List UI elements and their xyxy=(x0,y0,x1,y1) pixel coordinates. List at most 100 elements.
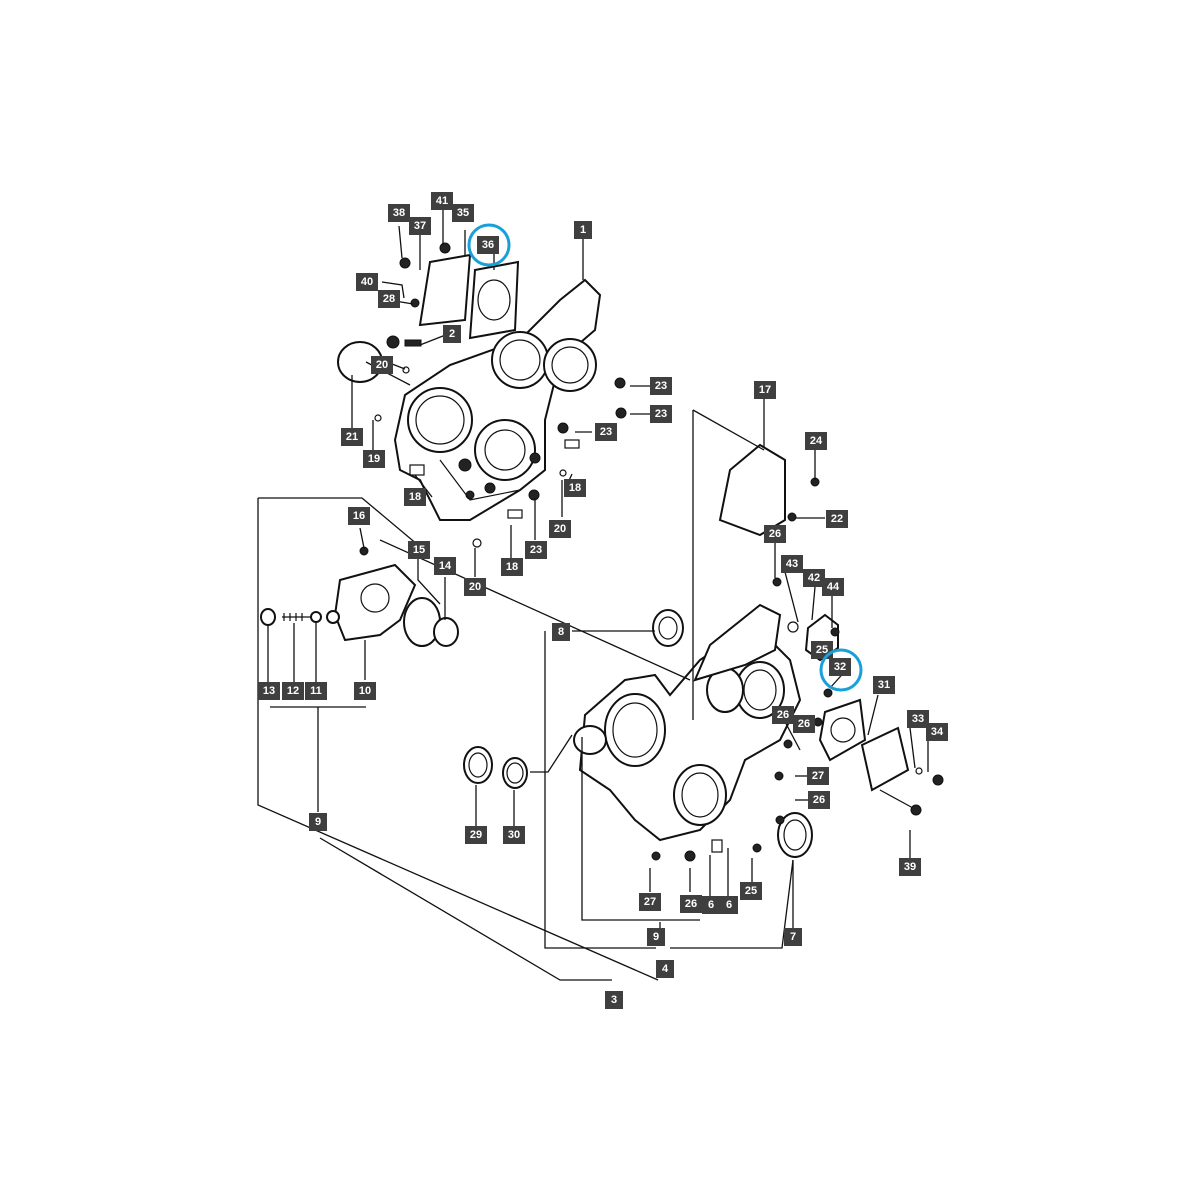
callout-label: 17 xyxy=(759,384,771,396)
callout-26c[interactable]: 26 xyxy=(793,715,815,733)
oil-pump-group xyxy=(260,546,459,647)
callout-24[interactable]: 24 xyxy=(805,432,827,450)
callout-label: 18 xyxy=(569,482,581,494)
callout-label: 26 xyxy=(813,794,825,806)
callout-label: 18 xyxy=(506,561,518,573)
callout-43[interactable]: 43 xyxy=(781,555,803,573)
callout-20b[interactable]: 20 xyxy=(549,520,571,538)
callout-6a[interactable]: 6 xyxy=(702,896,720,914)
callout-13[interactable]: 13 xyxy=(258,682,280,700)
callout-label: 35 xyxy=(457,207,469,219)
callout-6b[interactable]: 6 xyxy=(720,896,738,914)
callout-1[interactable]: 1 xyxy=(574,221,592,239)
callout-label: 12 xyxy=(287,685,299,697)
callout-21[interactable]: 21 xyxy=(341,428,363,446)
callout-36[interactable]: 36 xyxy=(477,236,499,254)
callout-33[interactable]: 33 xyxy=(907,710,929,728)
callout-40[interactable]: 40 xyxy=(356,273,378,291)
callout-18b[interactable]: 18 xyxy=(564,479,586,497)
callout-14[interactable]: 14 xyxy=(434,557,456,575)
callout-label: 2 xyxy=(449,328,455,340)
callout-37[interactable]: 37 xyxy=(409,217,431,235)
callout-23c[interactable]: 23 xyxy=(595,423,617,441)
callout-label: 26 xyxy=(769,528,781,540)
callout-label: 24 xyxy=(810,435,823,447)
front-cover-plates xyxy=(651,443,944,862)
callout-23d[interactable]: 23 xyxy=(525,541,547,559)
callout-25b[interactable]: 25 xyxy=(740,882,762,900)
callout-26a[interactable]: 26 xyxy=(764,525,786,543)
callout-label: 31 xyxy=(878,679,890,691)
upper-timing-cover xyxy=(393,278,602,521)
callout-23b[interactable]: 23 xyxy=(650,405,672,423)
callout-20c[interactable]: 20 xyxy=(464,578,486,596)
callout-12[interactable]: 12 xyxy=(282,682,304,700)
callout-17[interactable]: 17 xyxy=(754,381,776,399)
callout-label: 28 xyxy=(383,293,395,305)
callout-label: 18 xyxy=(409,491,421,503)
callout-label: 15 xyxy=(413,544,425,556)
callout-38[interactable]: 38 xyxy=(388,204,410,222)
callout-15[interactable]: 15 xyxy=(408,541,430,559)
callout-label: 38 xyxy=(393,207,405,219)
callout-29[interactable]: 29 xyxy=(465,826,487,844)
upper-cover-plate xyxy=(337,242,627,548)
callout-label: 20 xyxy=(554,523,566,535)
callout-3[interactable]: 3 xyxy=(605,991,623,1009)
callout-18c[interactable]: 18 xyxy=(501,558,523,576)
callout-label: 1 xyxy=(580,224,586,236)
callout-22[interactable]: 22 xyxy=(826,510,848,528)
callout-label: 13 xyxy=(263,685,275,697)
callout-label: 26 xyxy=(798,718,810,730)
callout-35[interactable]: 35 xyxy=(452,204,474,222)
callout-26e[interactable]: 26 xyxy=(680,895,702,913)
callout-4[interactable]: 4 xyxy=(656,960,674,978)
callout-41[interactable]: 41 xyxy=(431,192,453,210)
callout-25a[interactable]: 25 xyxy=(811,641,833,659)
callout-42[interactable]: 42 xyxy=(803,569,825,587)
callout-28[interactable]: 28 xyxy=(378,290,400,308)
callout-label: 21 xyxy=(346,431,358,443)
callout-31[interactable]: 31 xyxy=(873,676,895,694)
callout-label: 7 xyxy=(790,931,796,943)
callout-19[interactable]: 19 xyxy=(363,450,385,468)
callout-10[interactable]: 10 xyxy=(354,682,376,700)
callout-label: 39 xyxy=(904,861,916,873)
callout-9a[interactable]: 9 xyxy=(309,813,327,831)
callout-label: 23 xyxy=(600,426,612,438)
callout-26d[interactable]: 26 xyxy=(808,791,830,809)
callout-34[interactable]: 34 xyxy=(926,723,948,741)
callout-label: 9 xyxy=(315,816,321,828)
callout-30[interactable]: 30 xyxy=(503,826,525,844)
callout-16[interactable]: 16 xyxy=(348,507,370,525)
callout-label: 25 xyxy=(816,644,828,656)
callout-23a[interactable]: 23 xyxy=(650,377,672,395)
callout-label: 8 xyxy=(558,626,564,638)
callout-9b[interactable]: 9 xyxy=(647,928,665,946)
callout-7[interactable]: 7 xyxy=(784,928,802,946)
callout-label: 34 xyxy=(931,726,944,738)
callout-32[interactable]: 32 xyxy=(829,658,851,676)
callout-2[interactable]: 2 xyxy=(443,325,461,343)
callout-label: 27 xyxy=(812,770,824,782)
callout-26b[interactable]: 26 xyxy=(772,706,794,724)
callout-label: 20 xyxy=(469,581,481,593)
callout-label: 3 xyxy=(611,994,617,1006)
callout-44[interactable]: 44 xyxy=(822,578,844,596)
callout-27a[interactable]: 27 xyxy=(807,767,829,785)
callout-11[interactable]: 11 xyxy=(305,682,327,700)
callout-label: 14 xyxy=(439,560,452,572)
callout-label: 20 xyxy=(376,359,388,371)
callout-20a[interactable]: 20 xyxy=(371,356,393,374)
callout-label: 44 xyxy=(827,581,840,593)
callout-18a[interactable]: 18 xyxy=(404,488,426,506)
callout-label: 22 xyxy=(831,513,843,525)
callout-27b[interactable]: 27 xyxy=(639,893,661,911)
callout-label: 36 xyxy=(482,239,494,251)
highlight-ring-36 xyxy=(467,223,511,267)
callout-8[interactable]: 8 xyxy=(552,623,570,641)
callout-39[interactable]: 39 xyxy=(899,858,921,876)
highlight-ring-32 xyxy=(819,648,863,692)
callout-label: 29 xyxy=(470,829,482,841)
callout-label: 42 xyxy=(808,572,820,584)
